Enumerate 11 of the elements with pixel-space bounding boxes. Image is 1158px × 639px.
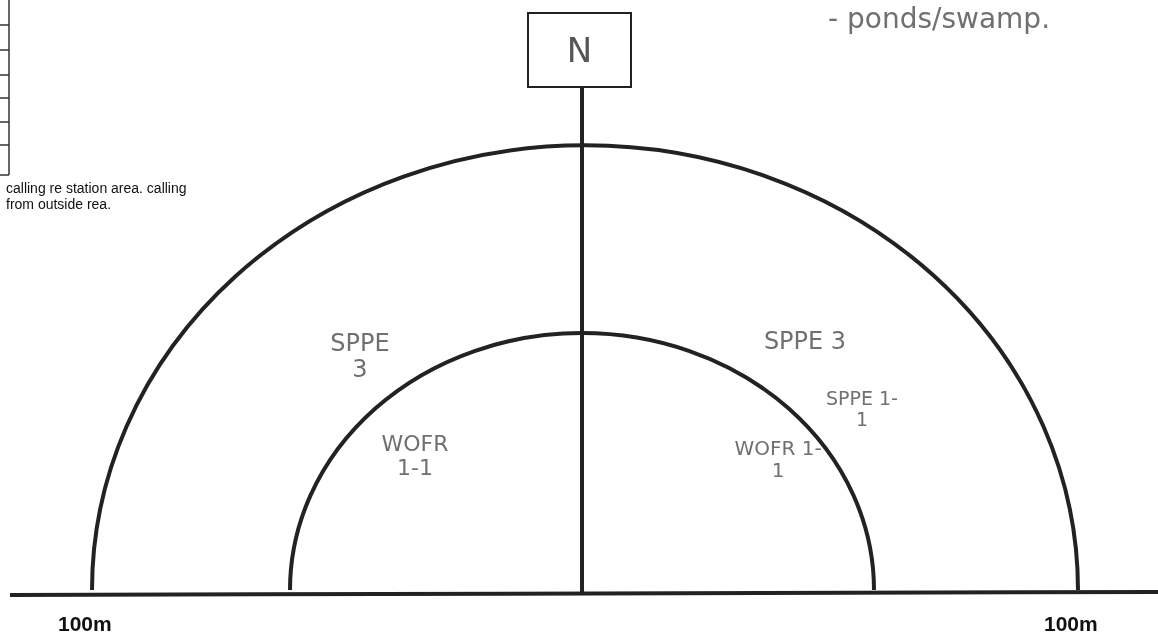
handwritten-code: WOFR 1-1 [733, 437, 823, 481]
handwritten-note: - ponds/swamp. [828, 4, 1052, 35]
north-box [527, 12, 632, 88]
instruction-text: calling re station area. calling from outside rea. [6, 180, 188, 212]
north-letter: N [566, 30, 593, 70]
distance-label: 100m [58, 612, 113, 636]
distance-label: 100m [1044, 612, 1099, 636]
handwritten-code: SPPE 1-1 [825, 388, 899, 430]
handwritten-code: SPPE 3 [329, 330, 391, 383]
handwritten-code: WOFR 1-1 [380, 432, 450, 481]
handwritten-code: SPPE 3 [762, 328, 848, 355]
